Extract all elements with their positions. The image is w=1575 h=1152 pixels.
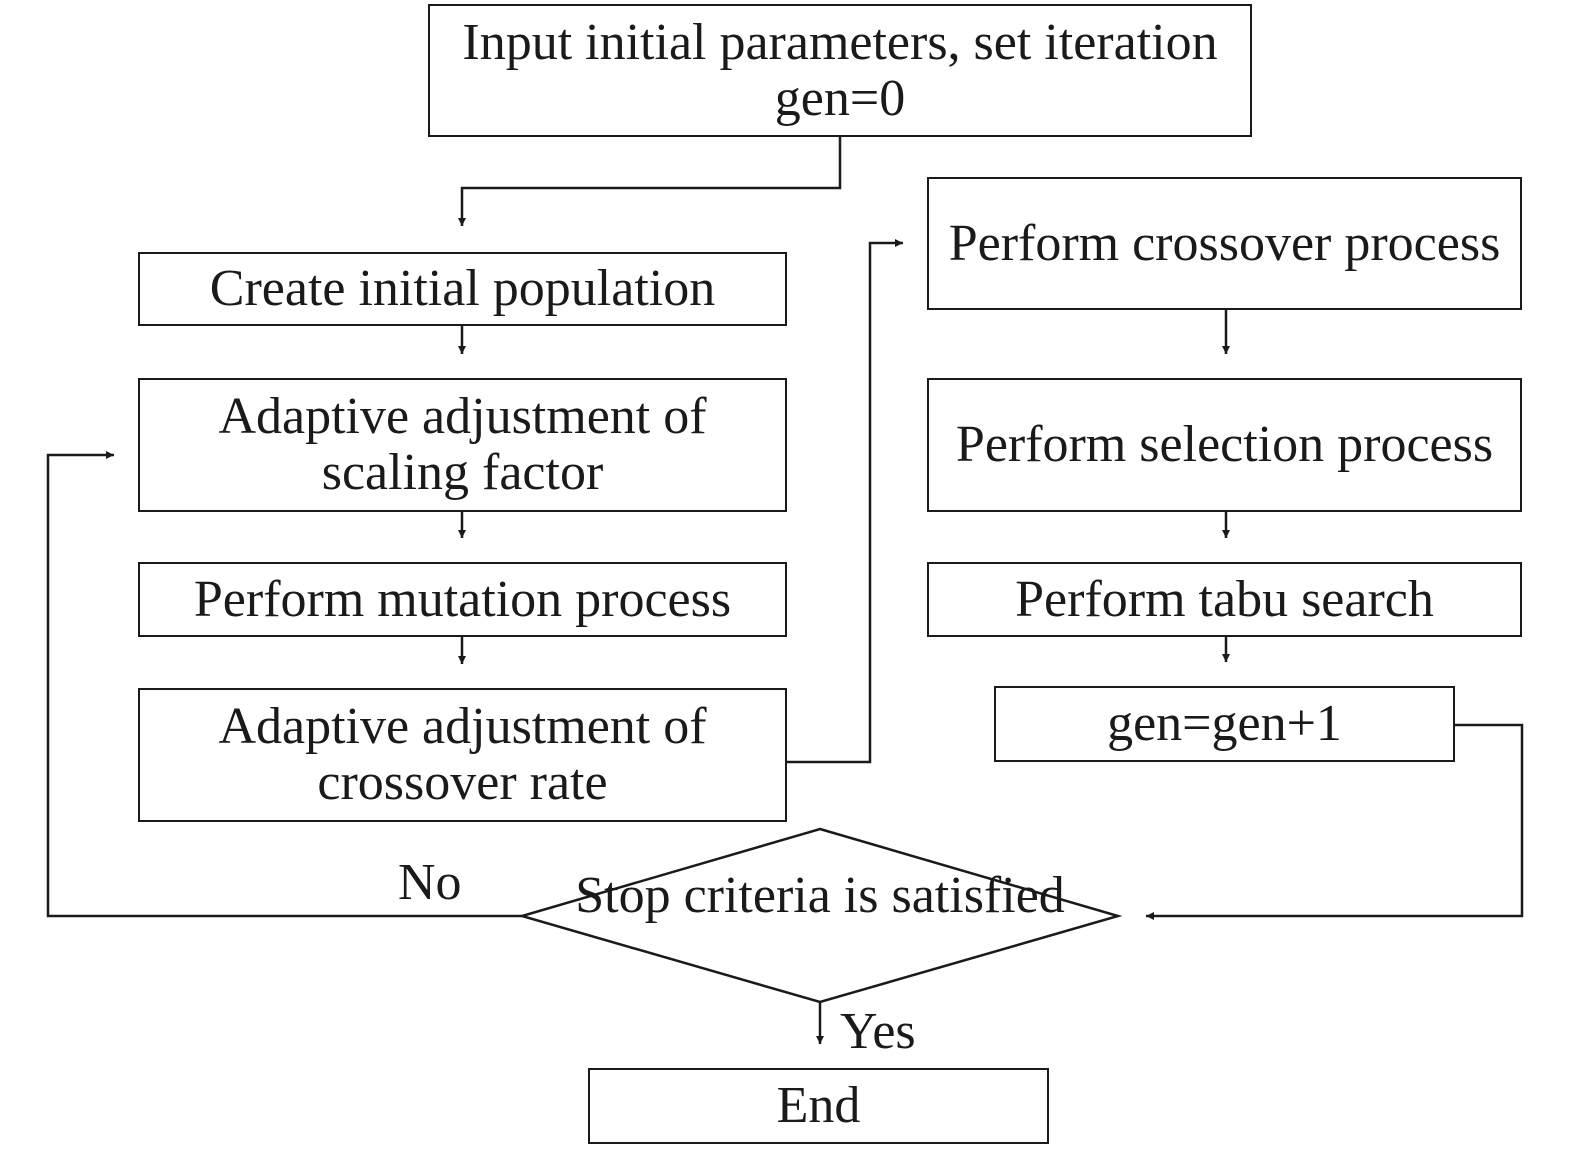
- edge-decision-no-to-scale: [46, 451, 522, 918]
- node-input-parameters: Input initial parameters, set iteration …: [428, 4, 1252, 137]
- node-adjust-crossover-rate-text: Adaptive adjustment of crossover rate: [218, 698, 707, 811]
- node-end: End: [588, 1068, 1049, 1144]
- node-increment-gen-text: gen=gen+1: [1107, 695, 1342, 752]
- node-selection: Perform selection process: [927, 378, 1522, 512]
- edge-crossrate-to-crossover: [787, 239, 903, 764]
- node-crossover: Perform crossover process: [927, 177, 1522, 310]
- node-end-text: End: [776, 1077, 861, 1134]
- edge-input-to-create: [458, 137, 842, 226]
- node-selection-text: Perform selection process: [955, 416, 1494, 473]
- node-increment-gen: gen=gen+1: [994, 686, 1455, 762]
- node-adjust-crossover-rate: Adaptive adjustment of crossover rate: [138, 688, 787, 822]
- node-adjust-scaling-factor-text: Adaptive adjustment of scaling factor: [218, 388, 707, 501]
- edge-label-yes: Yes: [840, 1003, 916, 1060]
- node-crossover-text: Perform crossover process: [948, 214, 1501, 272]
- decision-stop-text: Stop criteria is satisfied: [575, 867, 1065, 924]
- node-create-population-text: Create initial population: [209, 260, 716, 317]
- node-tabu-search: Perform tabu search: [927, 562, 1522, 637]
- node-adjust-scaling-factor: Adaptive adjustment of scaling factor: [138, 378, 787, 512]
- node-tabu-search-text: Perform tabu search: [1015, 570, 1434, 628]
- node-mutation-text: Perform mutation process: [193, 570, 732, 628]
- edge-label-no: No: [398, 854, 462, 911]
- node-input-parameters-text: Input initial parameters, set iteration …: [462, 13, 1218, 127]
- decision-diamond: [517, 827, 1123, 1004]
- node-create-population: Create initial population: [138, 252, 787, 326]
- edge-gen-to-decision: [1146, 723, 1524, 920]
- node-mutation: Perform mutation process: [138, 562, 787, 637]
